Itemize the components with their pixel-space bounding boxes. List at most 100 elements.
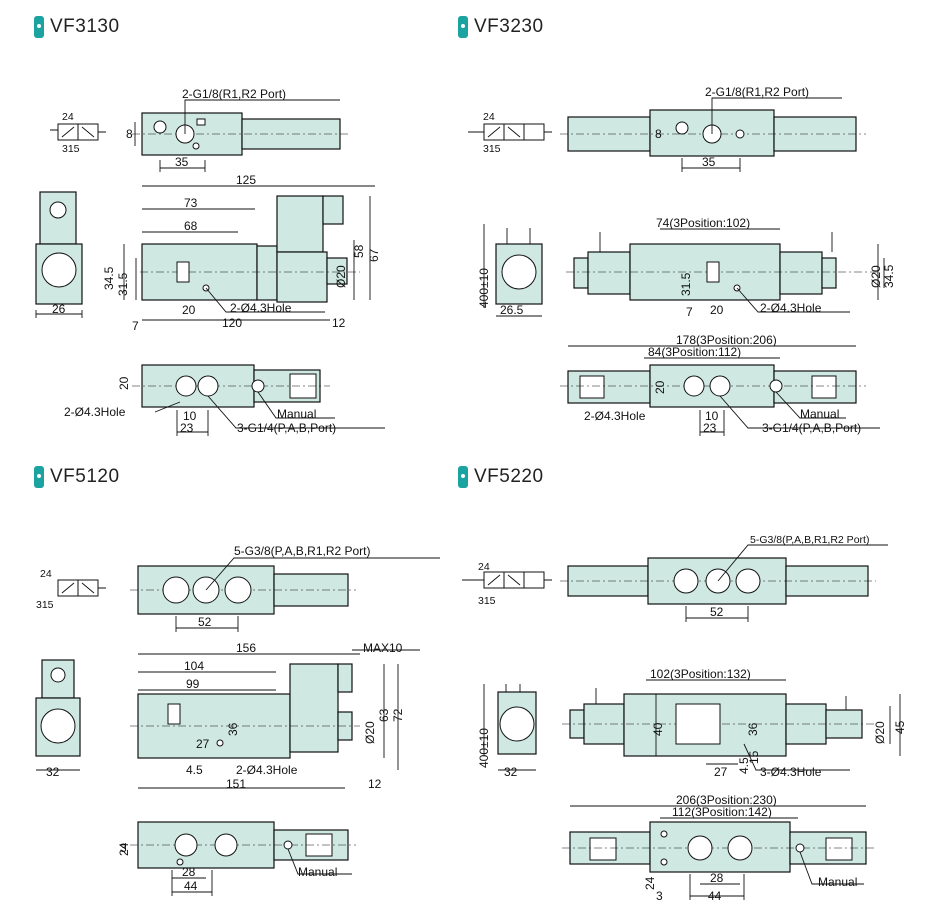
dim-label: 2-Ø4.3Hole <box>236 763 298 777</box>
vf3230-end-view <box>483 224 543 317</box>
dim-label: 156 <box>236 641 256 655</box>
dim-label: 400±10 <box>477 268 491 308</box>
dim-label: 52 <box>710 605 724 619</box>
dim-label: 31.5 <box>116 272 130 296</box>
dim-label: 15 <box>747 750 761 764</box>
vf3130-bottom-view <box>132 364 385 436</box>
dim-label: 52 <box>198 615 212 629</box>
dim-label: 84(3Position:112) <box>648 345 741 359</box>
dim-label: 32 <box>504 765 518 779</box>
dim-label: 34.5 <box>102 266 116 290</box>
dim-label: 34.5 <box>882 264 896 288</box>
dim-label: 5-G3/8(P,A,B,R1,R2 Port) <box>750 534 869 546</box>
dim-label: 20 <box>710 303 724 317</box>
vf5220-bottom-view <box>562 805 876 900</box>
dim-label: 40 <box>651 722 665 736</box>
dim-label: 24 <box>643 876 657 890</box>
dim-label: 23 <box>703 421 717 435</box>
vf5120-bottom-view <box>130 821 356 896</box>
vf3230-side-view <box>566 228 885 313</box>
dim-label: 3-G1/4(P,A,B,Port) <box>237 421 336 435</box>
dim-label: Ø20 <box>334 265 348 288</box>
vf5220-end-view <box>483 684 537 771</box>
dim-label: Manual <box>277 407 316 421</box>
dim-label: 125 <box>236 173 256 187</box>
bullet-icon <box>458 16 468 38</box>
dim-label: 36 <box>746 722 760 736</box>
dim-label: 12 <box>332 316 346 330</box>
dim-label: 73 <box>184 196 198 210</box>
dim-label: 12 <box>368 777 382 791</box>
dim-label: 151 <box>226 777 246 791</box>
dim-label: Ø20 <box>363 721 377 744</box>
dim-label: 20 <box>653 380 667 394</box>
dim-label: 3 <box>120 841 127 855</box>
symbol-port-label: 24 <box>478 561 490 573</box>
dim-label: 2-G1/8(R1,R2 Port) <box>182 87 286 101</box>
vf3230-symbol: 24 315 <box>468 111 552 155</box>
vf3230-top-view <box>560 97 866 172</box>
dim-label: 120 <box>222 316 242 330</box>
dim-label: 7 <box>686 305 693 319</box>
dim-label: 206(3Position:230) <box>676 793 777 807</box>
dim-label: Ø20 <box>873 721 887 744</box>
bullet-icon <box>458 466 468 488</box>
dim-label: Manual <box>298 865 337 879</box>
dim-label: Manual <box>800 407 839 421</box>
symbol-port-label: 24 <box>40 568 52 580</box>
bullet-icon <box>34 16 44 38</box>
dim-label: 10 <box>705 409 719 423</box>
vf5120-end-view <box>35 659 81 771</box>
vf5220-top-view <box>560 544 888 622</box>
vf3130-symbol: 24 315 <box>50 111 106 155</box>
dim-label: 5-G3/8(P,A,B,R1,R2 Port) <box>234 544 371 558</box>
vf3130-side-view <box>123 185 375 321</box>
dim-label: 2-Ø4.3Hole <box>64 405 126 419</box>
dim-label: 26.5 <box>500 303 524 317</box>
dim-label: 72 <box>391 708 405 722</box>
dim-label: 28 <box>182 865 196 879</box>
vf3130-top-view <box>132 99 350 172</box>
symbol-port-label: 315 <box>62 143 80 155</box>
dim-label: 35 <box>175 155 189 169</box>
dim-label: 26 <box>52 302 66 316</box>
dim-label: MAX10 <box>363 641 403 655</box>
dim-label: 104 <box>184 659 204 673</box>
dim-label: 3 <box>656 889 663 903</box>
dim-label: 63 <box>377 708 391 722</box>
title-vf5120: VF5120 <box>34 466 120 488</box>
dim-label: 68 <box>184 219 198 233</box>
vf3130-end-view <box>35 191 83 318</box>
dim-label: 4.5 <box>737 757 751 774</box>
dim-label: 3-Ø4.3Hole <box>760 765 822 779</box>
dim-label: 20 <box>182 303 196 317</box>
dim-label: 20 <box>117 376 131 390</box>
title-vf3230: VF3230 <box>458 16 544 38</box>
dim-label: 4.5 <box>186 763 203 777</box>
dim-label: 35 <box>702 155 716 169</box>
symbol-port-label: 315 <box>483 143 501 155</box>
dim-label: 24 <box>117 842 131 856</box>
dim-label: Manual <box>818 875 857 889</box>
dim-label: 99 <box>186 677 200 691</box>
dim-label: 27 <box>196 737 210 751</box>
dim-label: 31.5 <box>679 272 693 296</box>
vf3230-bottom-view <box>560 345 880 436</box>
dim-label: 32 <box>46 765 60 779</box>
symbol-port-label: 24 <box>62 111 74 123</box>
dim-label: 8 <box>655 127 662 141</box>
symbol-port-label: 315 <box>478 595 496 607</box>
dim-label: 67 <box>367 248 381 262</box>
dim-label: 178(3Position:206) <box>676 333 777 347</box>
dim-label: 44 <box>184 879 198 893</box>
dim-label: 45 <box>893 720 907 734</box>
vf5120-symbol: 24 315 <box>36 568 106 611</box>
title-vf3130: VF3130 <box>34 16 120 38</box>
vf5120-top-view <box>130 557 440 632</box>
dim-label: 58 <box>352 244 366 258</box>
dim-label: 27 <box>714 765 728 779</box>
dim-label: 7 <box>132 319 139 333</box>
dim-label: 2-Ø4.3Hole <box>760 301 822 315</box>
dim-label: Ø20 <box>869 265 883 288</box>
